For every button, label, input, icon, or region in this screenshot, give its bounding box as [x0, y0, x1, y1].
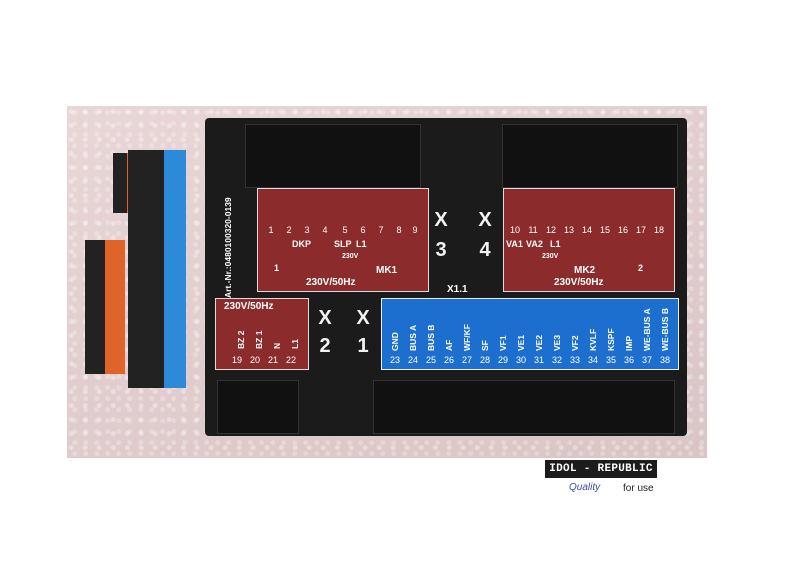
terminal-strip-orange-long [85, 240, 125, 374]
x1-pin-label: 37 [641, 355, 652, 365]
x1-pin-label: 29 [497, 355, 508, 365]
x1-signal-label: VF1 [498, 335, 508, 351]
x3-letter: X [434, 209, 448, 231]
pin-label: 22 [285, 355, 296, 365]
pin-label: 13 [563, 225, 574, 235]
x1-pin-label: 31 [533, 355, 544, 365]
x1-number: 1 [357, 335, 369, 357]
pin-label: 8 [396, 225, 402, 235]
x1-pin-label: 23 [389, 355, 400, 365]
x1-pin-label: 33 [569, 355, 580, 365]
x1-pin-label: 32 [551, 355, 562, 365]
pin-label: 10 [509, 225, 520, 235]
logo-tagline-2: for use [623, 483, 654, 494]
terminal-module: Art.-Nr.:0480100320-0139 1 2 3 4 5 6 7 8… [205, 118, 687, 436]
sub-label: 230V [542, 253, 559, 260]
x1-pin-label: 26 [443, 355, 454, 365]
pin-label: 4 [322, 225, 328, 235]
pin-label: 19 [231, 355, 242, 365]
x1-pin-label: 36 [623, 355, 634, 365]
x3-panel: 1 2 3 4 5 6 7 8 9 DKP SLP L1 1 230V MK1 … [257, 188, 429, 292]
x1-pin-label: 24 [407, 355, 418, 365]
mk2-label: MK2 [574, 265, 596, 276]
pin-label: 11 [528, 225, 538, 235]
voltage-label: 230V/50Hz [306, 277, 356, 288]
article-number: Art.-Nr.:0480100320-0139 [223, 197, 233, 298]
signal-label: N [272, 342, 282, 349]
pin-label: 15 [599, 225, 610, 235]
signal-l1: L1 [356, 239, 367, 249]
pin-label: 1 [268, 225, 274, 235]
x1-signal-label: GND [390, 332, 400, 351]
terminal-strip-blue-long [128, 150, 186, 388]
pin-label: 7 [378, 225, 384, 235]
x1-signal-label: WE-BUS A [642, 308, 652, 351]
signal-label: L1 [290, 339, 300, 349]
x2-panel: 230V/50Hz BZ 2 BZ 1 N L1 19 20 21 22 [215, 298, 309, 370]
signal-va2: VA2 [526, 239, 543, 249]
connector-x3 [245, 124, 421, 188]
voltage-label: 230V/50Hz [554, 277, 604, 288]
x1-signal-label: WE-BUS B [660, 308, 670, 351]
x2-letter: X [318, 307, 332, 329]
x1-signal-label: SF [480, 340, 490, 351]
sub-label: 230V [342, 253, 359, 260]
x2-number: 2 [319, 335, 331, 357]
pin-label: 5 [342, 225, 348, 235]
pin-label: 12 [545, 225, 556, 235]
x1-signal-label: AF [444, 339, 454, 351]
sub-label: 2 [638, 263, 644, 273]
voltage-label: 230V/50Hz [224, 301, 274, 312]
pin-label: 21 [267, 355, 278, 365]
x1-signal-label: VF2 [570, 335, 580, 351]
signal-label: BZ 1 [254, 330, 264, 349]
x1-signal-label: VE2 [534, 334, 544, 351]
connector-x2 [217, 380, 299, 434]
x1-signal-label: BUS B [426, 324, 436, 351]
x1-pin-label: 30 [515, 355, 526, 365]
x1-pin-label: 28 [479, 355, 490, 365]
x1-pin-label: 27 [461, 355, 472, 365]
pin-label: 16 [617, 225, 628, 235]
pin-label: 17 [635, 225, 646, 235]
signal-l1: L1 [550, 239, 561, 249]
mk1-label: MK1 [376, 265, 398, 276]
signal-dkp: DKP [292, 239, 312, 249]
x1-signal-label: VE3 [552, 334, 562, 351]
pin-label: 9 [412, 225, 418, 235]
pin-label: 3 [304, 225, 310, 235]
pin-label: 6 [360, 225, 366, 235]
signal-va1: VA1 [506, 239, 523, 249]
x1-pin-label: 35 [605, 355, 616, 365]
signal-slp: SLP [334, 239, 352, 249]
x1-letter: X [356, 307, 370, 329]
pin-label: 20 [249, 355, 260, 365]
x1-pin-label: 25 [425, 355, 436, 365]
logo-text: IDOL - REPUBLIC [545, 460, 657, 478]
x3-number: 3 [435, 239, 447, 261]
x1-pin-label: 38 [659, 355, 670, 365]
signal-label: BZ 2 [236, 330, 246, 349]
x1-signal-label: WF/KF [462, 324, 472, 351]
x1-pin-label: 34 [587, 355, 598, 365]
pin-label: 2 [286, 225, 292, 235]
x1-signal-label: KSPF [606, 328, 616, 351]
connector-x4 [502, 124, 678, 188]
x11-label: X1.1 [447, 284, 468, 295]
x1-panel: GND BUS A BUS B AF WF/KF SF VF1 VE1 VE2 VE3 VF2 KVL… [381, 298, 679, 370]
sub-label: 1 [274, 263, 280, 273]
pin-label: 18 [653, 225, 664, 235]
connector-x1 [373, 380, 675, 434]
x1-signal-label: VE1 [516, 334, 526, 351]
x4-letter: X [478, 209, 492, 231]
idol-republic-logo: IDOL - REPUBLIC Quality for use [539, 452, 669, 500]
pin-label: 14 [581, 225, 592, 235]
x4-panel: 10 11 12 13 14 15 16 17 18 VA1 VA2 L1 23… [503, 188, 675, 292]
x1-signal-label: KVLF [588, 328, 598, 351]
x1-signal-label: IMP [624, 335, 634, 351]
x1-signal-label: BUS A [408, 324, 418, 351]
x4-number: 4 [479, 239, 491, 261]
logo-tagline: Quality [569, 482, 601, 493]
